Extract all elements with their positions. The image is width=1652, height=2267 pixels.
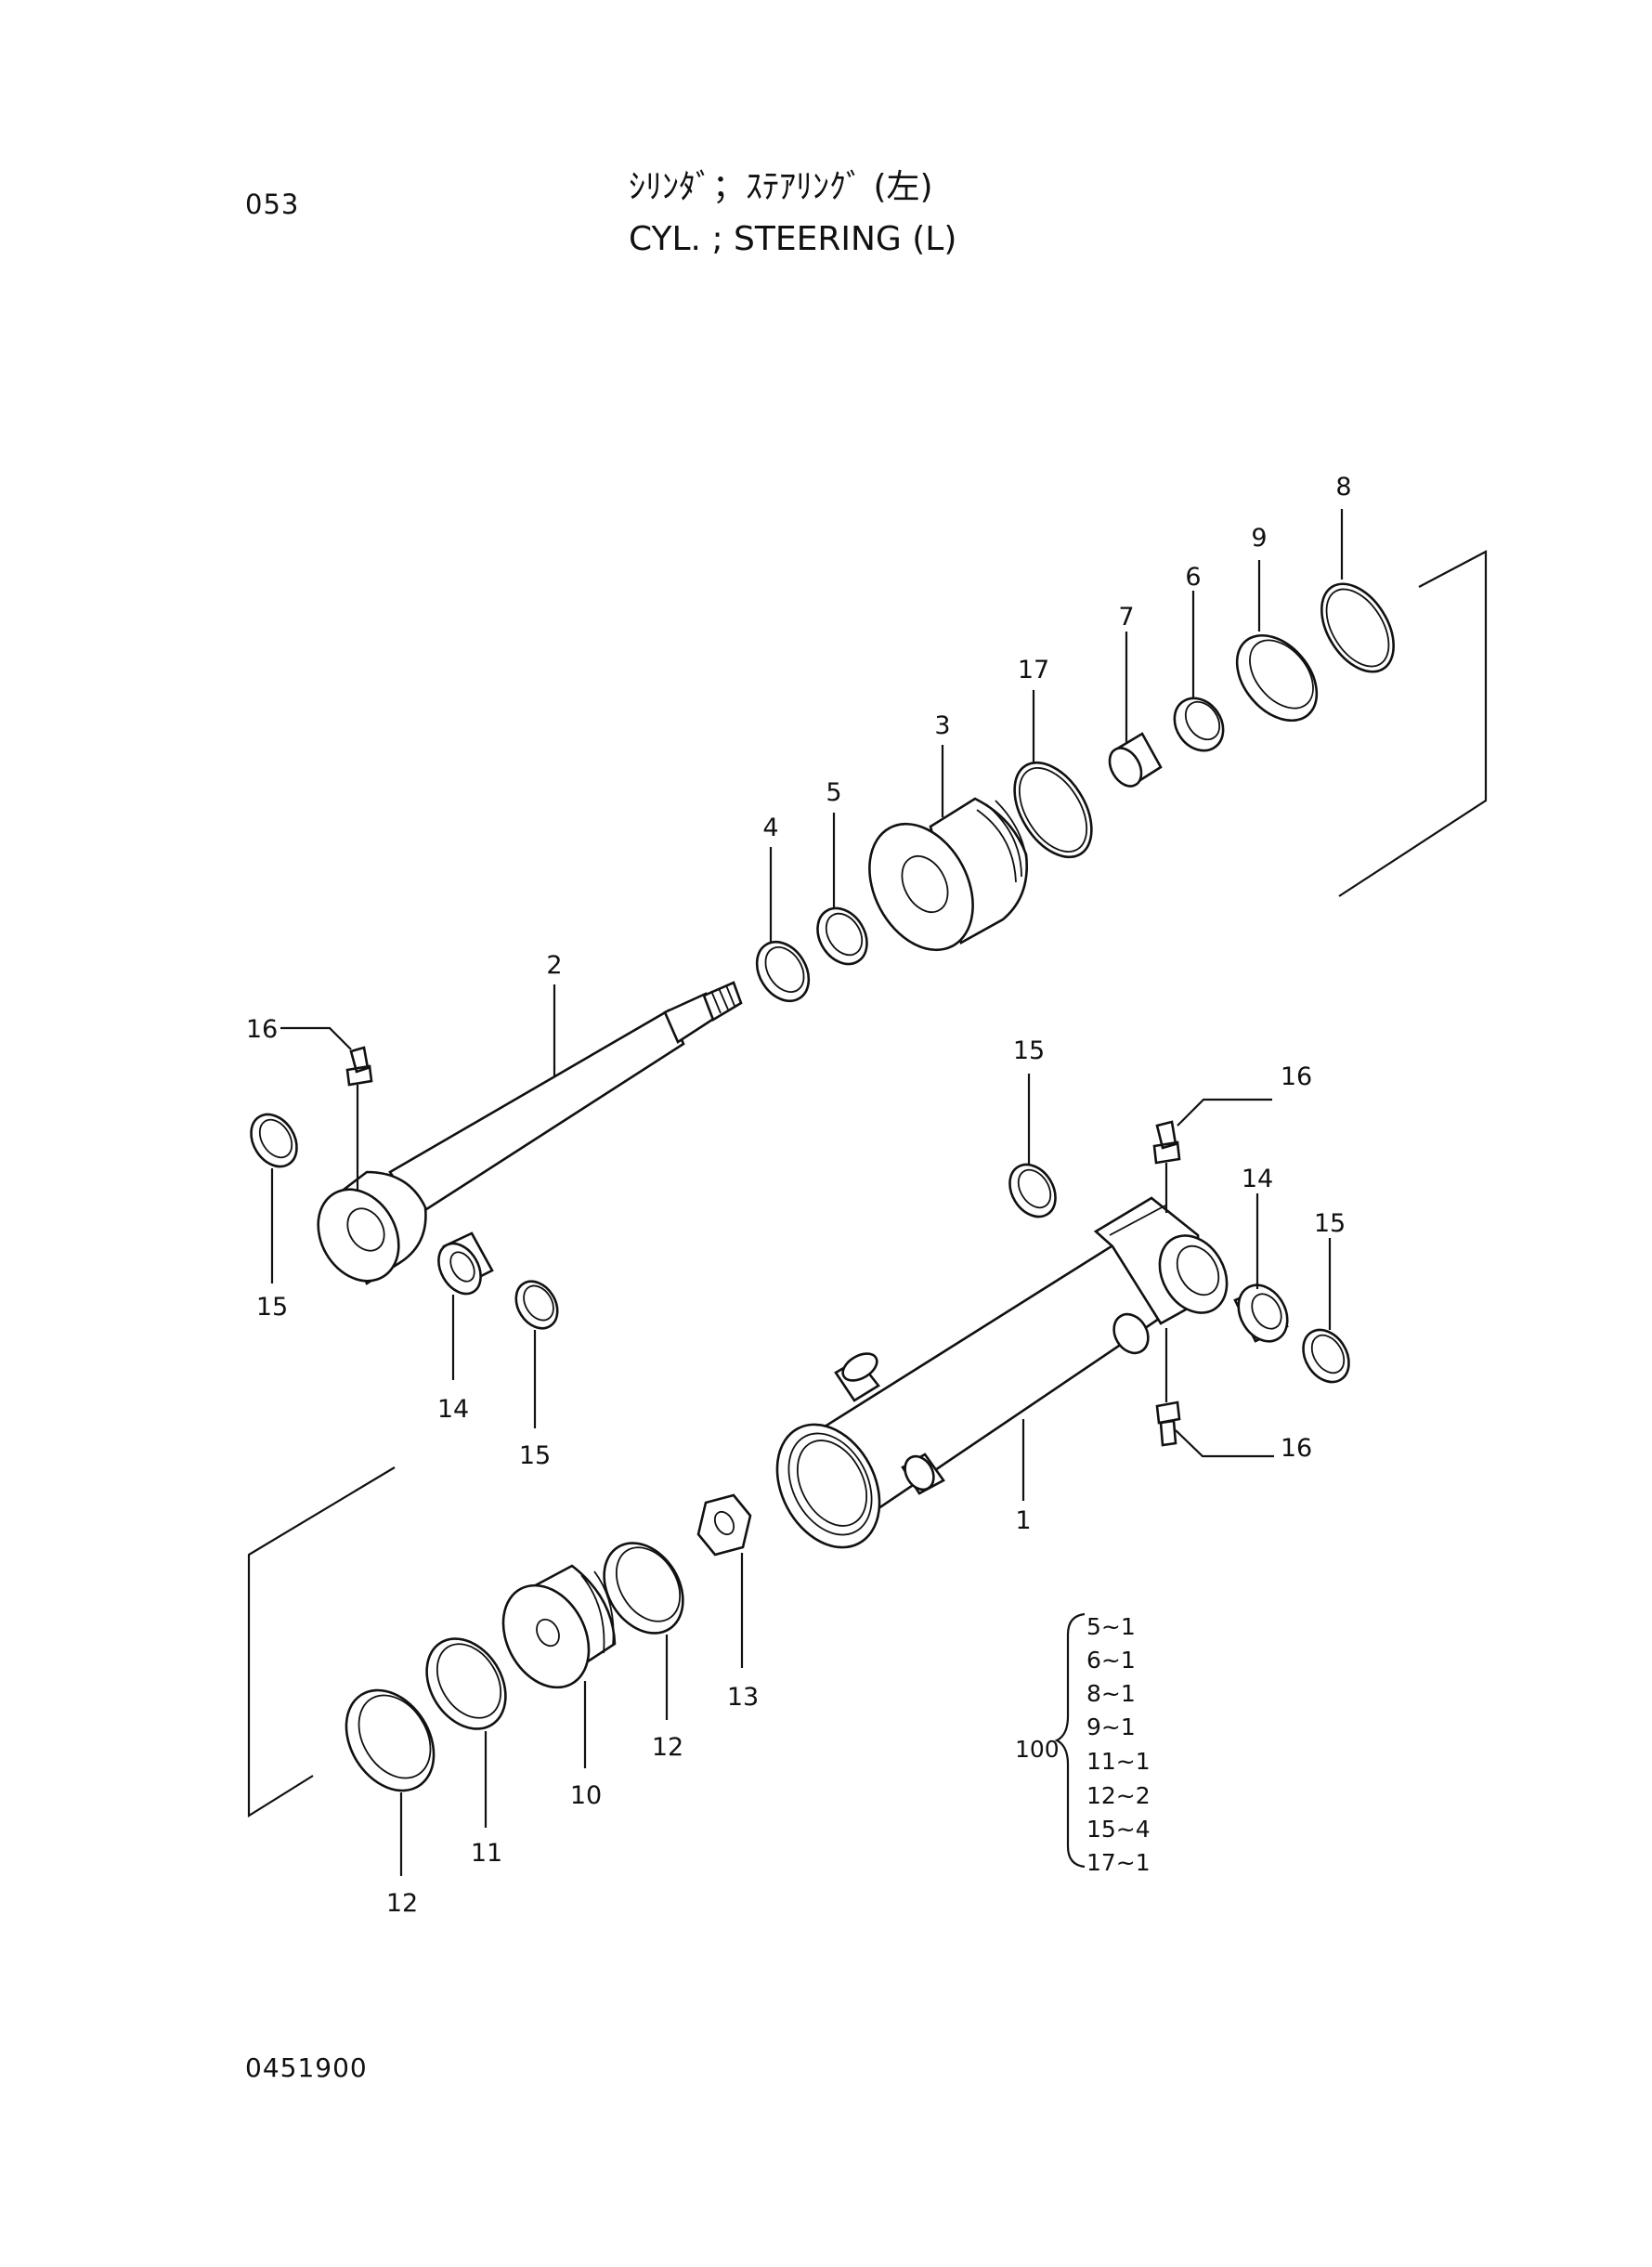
callout-14-right: 14	[1242, 1165, 1273, 1193]
piston-10-grooves	[580, 1570, 615, 1654]
callout-17: 17	[1018, 656, 1049, 684]
callout-14-left: 14	[437, 1395, 469, 1424]
kit-number: 100	[1015, 1736, 1060, 1763]
callout-16-tube-bottom: 16	[1281, 1434, 1312, 1463]
wear-ring-12-lower	[345, 1688, 436, 1792]
dust-seal-15-lower-left	[514, 1280, 559, 1330]
kit-item: 12~2	[1086, 1782, 1151, 1809]
dust-seal-15-left	[250, 1113, 298, 1168]
kit-item: 15~4	[1086, 1816, 1151, 1843]
wear-ring-12-lower-inner	[358, 1694, 432, 1779]
grease-nipple-16-rod	[345, 1046, 373, 1087]
callout-5: 5	[826, 778, 841, 807]
callout-12-lower: 12	[386, 1889, 418, 1918]
title-japanese: ｼﾘﾝﾀﾞ；ｽﾃｱﾘﾝｸﾞ (左)	[629, 168, 933, 206]
nut-13	[696, 1493, 752, 1557]
callout-12-upper: 12	[652, 1733, 683, 1762]
callout-4: 4	[762, 814, 778, 842]
callout-16-rod: 16	[246, 1015, 278, 1044]
kit-item: 11~1	[1086, 1748, 1151, 1775]
dust-seal-15-right-inner	[1310, 1334, 1346, 1375]
title-english: CYL. ; STEERING (L)	[629, 220, 957, 258]
bushing-7-face	[1108, 747, 1143, 788]
o-ring-17	[1013, 761, 1093, 859]
grease-nipple-16-tube-bottom	[1155, 1401, 1181, 1447]
seal-6	[1173, 697, 1225, 752]
drawing-number: 0451900	[245, 2052, 368, 2083]
dust-seal-15-lower-left-inner	[523, 1284, 554, 1322]
dust-seal-15-right	[1302, 1328, 1350, 1384]
kit-item: 17~1	[1086, 1849, 1151, 1876]
dust-seal-15-middle-inner	[1017, 1168, 1052, 1209]
group-bracket-lower	[247, 1466, 396, 1818]
cylinder-head-3-bore	[901, 855, 949, 913]
cylinder-head-3-flange	[868, 822, 974, 952]
dust-seal-15-middle	[1008, 1163, 1057, 1218]
seal-5	[816, 906, 868, 966]
nut-13-bore	[713, 1510, 735, 1536]
callout-8: 8	[1335, 473, 1351, 502]
callout-11: 11	[471, 1839, 502, 1868]
callout-15-middle: 15	[1013, 1036, 1045, 1065]
rod-eye-2-bore	[346, 1207, 385, 1252]
bushing-14-right-bore	[1251, 1293, 1282, 1330]
seal-6-inner	[1184, 700, 1221, 741]
kit-item: 6~1	[1086, 1647, 1136, 1674]
o-ring-8	[1320, 582, 1395, 673]
bushing-14-left-bore	[449, 1251, 475, 1283]
cylinder-tube-1-mouth	[775, 1423, 881, 1549]
cylinder-tube-1-mouth-thread	[796, 1440, 868, 1527]
cylinder-tube-1-eye-bore	[1176, 1244, 1220, 1296]
piston-10-bore	[536, 1618, 560, 1648]
rod-eye-2-face	[317, 1188, 400, 1283]
piston-rod-2	[388, 1009, 685, 1217]
piston-rod-2-thread-lines	[710, 984, 735, 1014]
backup-ring-9-inner	[1249, 639, 1314, 710]
kit-brace	[1054, 1612, 1086, 1869]
callout-13: 13	[727, 1683, 759, 1712]
wiper-4	[755, 940, 811, 1003]
wear-ring-12-upper-inner	[615, 1546, 682, 1622]
cylinder-tube-1-mouth-inner	[787, 1432, 873, 1536]
seal-ring-11	[425, 1637, 507, 1730]
backup-ring-9	[1235, 633, 1319, 723]
o-ring-8-inner	[1325, 588, 1390, 668]
callout-15-right: 15	[1314, 1209, 1346, 1238]
bushing-14-right-face	[1237, 1283, 1289, 1343]
grease-nipple-16-tube-top	[1152, 1120, 1181, 1165]
kit-item: 8~1	[1086, 1680, 1136, 1707]
callout-2: 2	[546, 951, 562, 980]
seal-5-inner	[825, 912, 864, 957]
cylinder-head-3-threads	[976, 800, 1028, 883]
callout-16-tube-top: 16	[1281, 1062, 1312, 1091]
leader-lines	[270, 509, 1344, 1876]
callout-1: 1	[1015, 1506, 1031, 1535]
cylinder-tube-1-bracket-edge	[1109, 1205, 1166, 1236]
callout-3: 3	[934, 711, 950, 740]
callout-15-lower-left: 15	[519, 1441, 551, 1470]
piston-10-face	[501, 1583, 591, 1689]
bushing-14-left-face	[437, 1242, 482, 1296]
seal-ring-11-inner	[436, 1643, 502, 1719]
callout-10: 10	[570, 1781, 602, 1810]
wiper-4-inner	[764, 946, 805, 993]
group-bracket-upper	[1338, 550, 1488, 897]
wear-ring-12-upper	[603, 1542, 684, 1635]
callout-9: 9	[1251, 524, 1267, 553]
callout-15-left: 15	[256, 1293, 288, 1322]
dust-seal-15-left-inner	[258, 1118, 293, 1159]
piston-rod-2-thread	[702, 981, 743, 1022]
cylinder-tube-1-port-bottom-face	[904, 1454, 935, 1492]
kit-item: 9~1	[1086, 1713, 1136, 1740]
callout-7: 7	[1118, 603, 1134, 632]
kit-item: 5~1	[1086, 1613, 1136, 1640]
cylinder-tube-1-boss	[1112, 1312, 1150, 1355]
cylinder-tube-1-port-top-face	[841, 1352, 878, 1382]
o-ring-17-inner	[1018, 766, 1088, 853]
page-number: 053	[245, 189, 300, 220]
callout-6: 6	[1185, 563, 1201, 592]
